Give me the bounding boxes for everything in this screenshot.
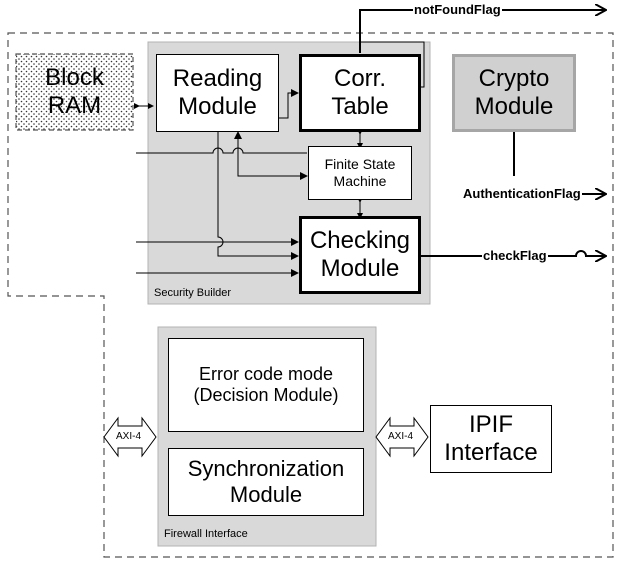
authentication-flag-label: AuthenticationFlag [462, 186, 582, 201]
check-flag-line [420, 251, 606, 256]
reading-down-1 [217, 132, 299, 260]
synchronization-module: Synchronization Module [168, 448, 364, 516]
security-builder-label: Security Builder [154, 287, 232, 299]
reading-module: Reading Module [156, 54, 279, 132]
ipif-interface: IPIF Interface [430, 405, 552, 473]
reading-module-label: Reading Module [172, 64, 263, 120]
firewall-boundary [7, 32, 614, 558]
ipif-interface-label: IPIF Interface [444, 410, 538, 466]
not-found-flag-label: notFoundFlag [413, 2, 502, 17]
left-axi-label: AXI-4 [116, 431, 142, 442]
finite-state-machine-label: Finite State Machine [324, 156, 396, 189]
checking-module: Checking Module [299, 216, 421, 294]
block-ram: Block RAM [16, 54, 133, 130]
synchronization-module-label: Synchronization Module [187, 456, 345, 507]
right-axi-arrow [375, 416, 429, 458]
firewall-interface-label: Firewall Interface [164, 528, 248, 540]
finite-state-machine: Finite State Machine [308, 146, 412, 200]
error-code-mode-label: Error code mode (Decision Module) [193, 363, 339, 405]
reading-to-corr-arrow [278, 89, 299, 119]
corr-table-label: Corr. Table [331, 64, 389, 120]
block-ram-fill [15, 53, 134, 131]
check-flag-label: checkFlag [482, 248, 548, 263]
right-axi-label: AXI-4 [388, 431, 414, 442]
error-code-mode: Error code mode (Decision Module) [168, 338, 364, 432]
block-ram-label: Block RAM [45, 63, 104, 119]
input-line-1 [136, 147, 307, 154]
crypto-module-label: Crypto Module [474, 64, 554, 120]
corr-table: Corr. Table [299, 54, 421, 132]
crypto-module: Crypto Module [452, 54, 576, 132]
feedback-loop [360, 41, 425, 88]
checking-module-label: Checking Module [309, 226, 411, 282]
left-axi-arrow [103, 416, 157, 458]
not-found-flag-line [359, 10, 606, 53]
